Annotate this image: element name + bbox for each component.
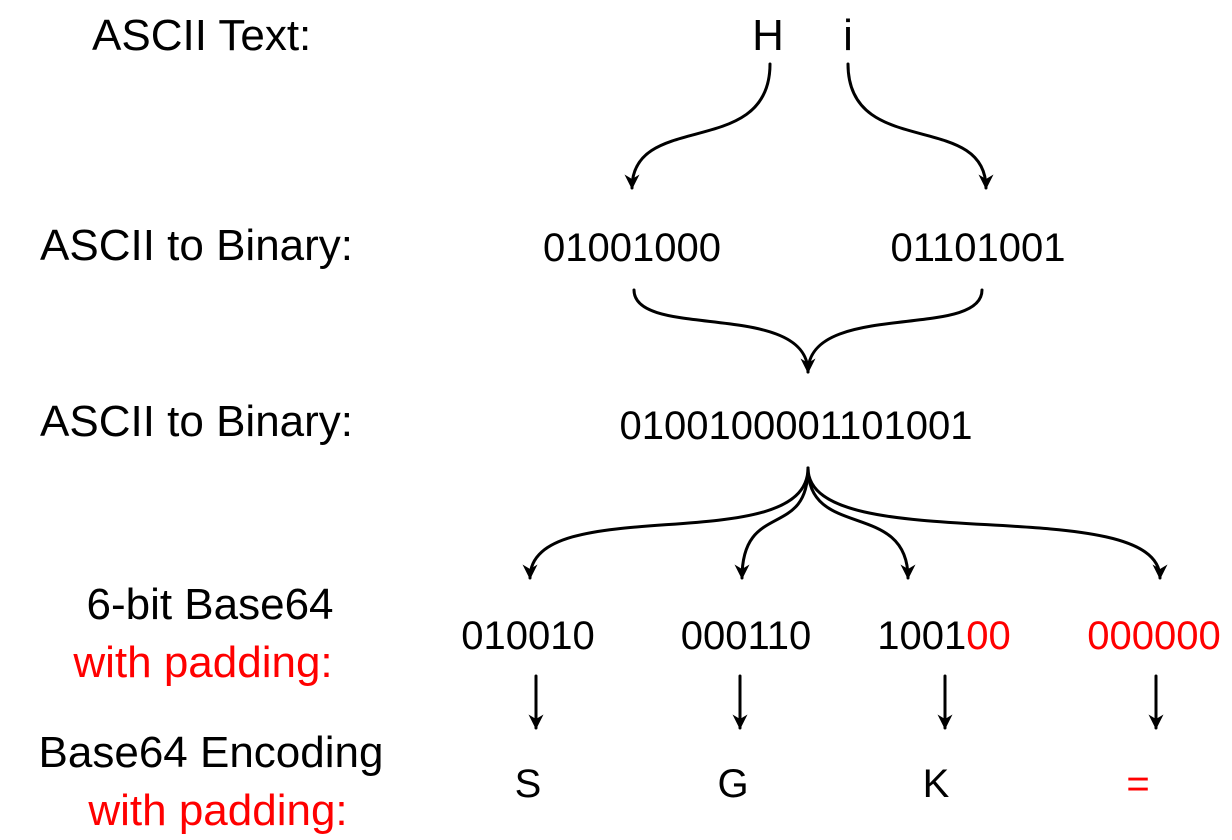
group-bits: 1001	[877, 614, 967, 658]
label-ascii-text: ASCII Text:	[92, 11, 312, 60]
binary-byte-2: 01101001	[890, 226, 1066, 270]
label-encoding-with-padding: with padding:	[88, 786, 348, 835]
brace-byte-1	[632, 288, 810, 374]
encoded-char-g: G	[717, 762, 749, 806]
binary-byte-1: 01001000	[543, 226, 721, 270]
label-base64-encoding: Base64 Encoding	[38, 728, 384, 777]
arrow-to-group-4	[806, 466, 1168, 580]
six-bit-group-3: 100100	[877, 616, 1010, 656]
label-ascii-to-binary-2: ASCII to Binary:	[40, 397, 354, 446]
six-bit-group-1: 010010	[461, 616, 594, 656]
label-six-bit-with-padding: with padding:	[73, 638, 333, 687]
encoded-char-s: S	[514, 762, 542, 806]
six-bit-group-2: 000110	[681, 616, 812, 656]
brace-byte-2	[800, 288, 984, 374]
arrow-i-to-binary	[846, 62, 994, 190]
label-ascii-to-binary-1: ASCII to Binary:	[40, 221, 354, 270]
group-padding: 000000	[1087, 614, 1221, 658]
encoded-char-k: K	[922, 762, 950, 806]
label-six-bit-base64: 6-bit Base64	[86, 580, 334, 629]
group-bits: 000110	[680, 614, 812, 658]
ascii-char-i: i	[843, 11, 853, 60]
combined-binary: 0100100001101001	[619, 404, 973, 448]
arrow-to-group-1	[522, 466, 810, 580]
group-bits: 010010	[461, 614, 595, 658]
ascii-char-h: H	[752, 11, 784, 60]
arrow-to-group-2	[734, 466, 810, 580]
group-padding: 00	[966, 614, 1011, 658]
arrow-to-group-3	[806, 466, 916, 580]
encoded-char-padding: =	[1126, 762, 1150, 806]
six-bit-group-4: 000000	[1087, 616, 1220, 656]
arrow-h-to-binary	[624, 62, 772, 190]
